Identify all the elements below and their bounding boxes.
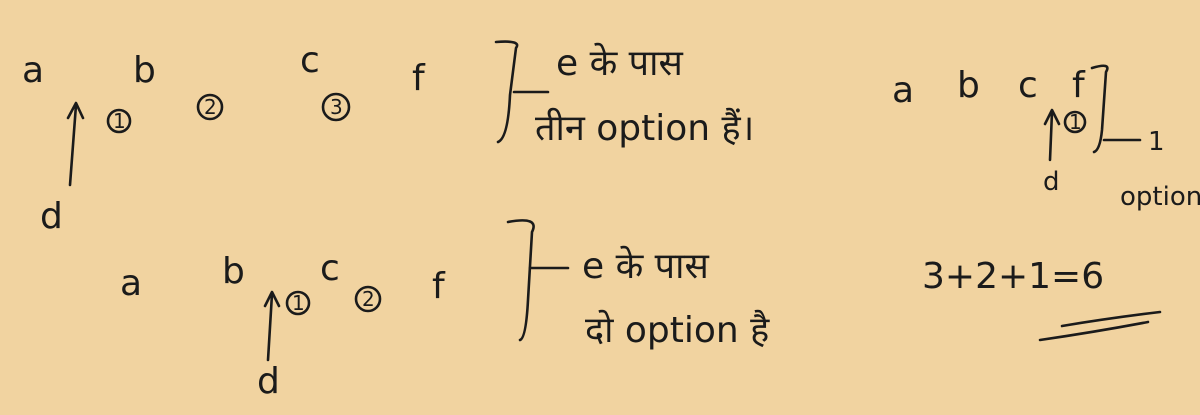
slot-circle-3: 3 [321, 92, 351, 122]
slot-circle-1: 1 [1063, 110, 1087, 134]
slot-circle-1: 1 [106, 108, 132, 134]
note-line-2: तीन option हैं। [535, 107, 754, 149]
slot-circle-2: 2 [196, 93, 224, 121]
svg-text:1: 1 [113, 109, 126, 133]
letter-d: d [1043, 167, 1060, 197]
letter-a: a [892, 70, 914, 111]
option-word: option [1120, 182, 1200, 212]
letter-c: c [320, 248, 340, 289]
slot-circle-1: 1 [285, 290, 311, 316]
insert-arrow [68, 103, 78, 187]
note-line-1: e के पास [556, 42, 683, 84]
option-count: 1 [1148, 127, 1165, 157]
slot-circle-2: 2 [354, 285, 382, 313]
svg-text:2: 2 [362, 287, 375, 311]
letter-f: f [1072, 65, 1086, 106]
brace [1090, 64, 1109, 154]
underline-2 [1038, 320, 1150, 342]
letter-d: d [40, 196, 63, 237]
letter-b: b [957, 65, 980, 106]
total-equation: 3+2+1=6 [922, 256, 1104, 297]
brace [506, 219, 535, 342]
letter-f: f [412, 58, 426, 99]
letter-a: a [120, 263, 142, 304]
svg-text:1: 1 [292, 291, 305, 315]
note-line-2: दो option है [585, 309, 770, 351]
note-line-1: e के पास [582, 245, 709, 287]
letter-f: f [432, 266, 446, 307]
brace [494, 40, 519, 144]
letter-b: b [222, 251, 245, 292]
letter-d: d [257, 361, 280, 402]
svg-text:3: 3 [330, 95, 343, 119]
insert-arrow [1048, 110, 1054, 162]
insert-arrow-head [66, 101, 85, 120]
underline-1 [1060, 310, 1162, 328]
letter-c: c [300, 40, 320, 81]
letter-c: c [1018, 65, 1038, 106]
letter-b: b [133, 50, 156, 91]
svg-text:2: 2 [204, 95, 217, 119]
svg-text:1: 1 [1069, 110, 1082, 134]
insert-arrow [266, 292, 274, 362]
letter-a: a [22, 50, 44, 91]
insert-arrow-head [263, 290, 281, 308]
insert-arrow-head [1043, 108, 1061, 126]
